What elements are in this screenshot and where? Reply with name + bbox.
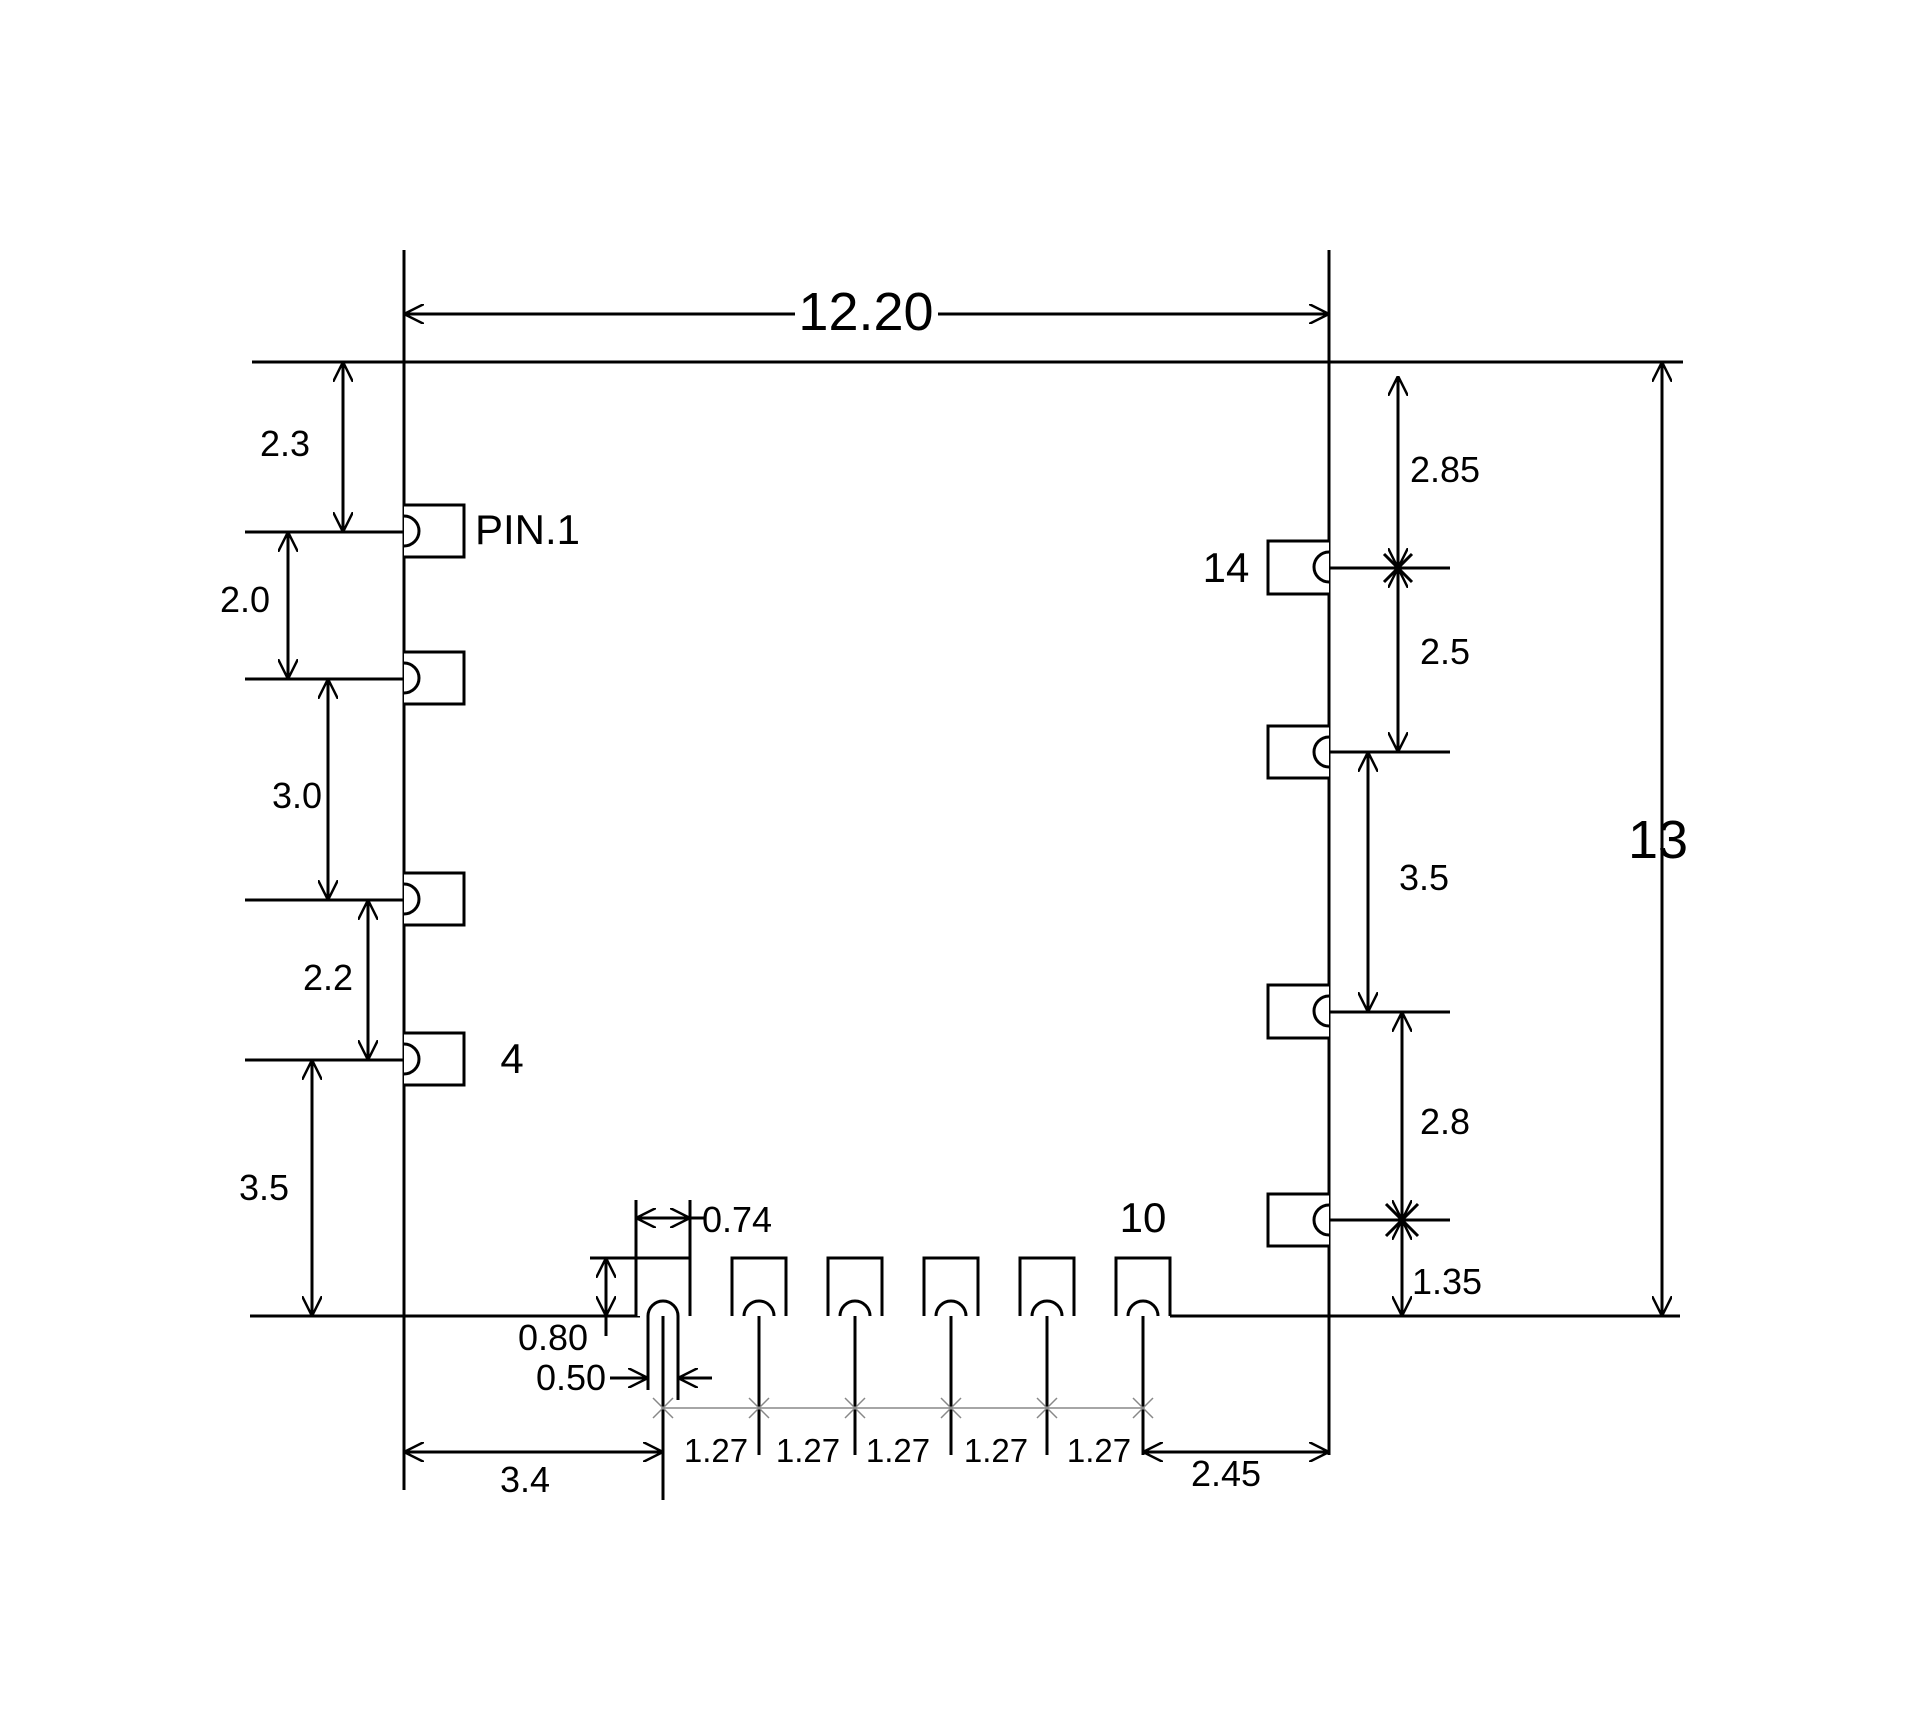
pad-pin13: [1266, 724, 1330, 780]
pitch-tick-5: [1036, 1397, 1058, 1419]
outline-lines: [250, 250, 1683, 1490]
dim-label-pitch-2: 1.27: [776, 1432, 840, 1469]
pad-detail-dimensions: [404, 1200, 1329, 1500]
dim-label-3-5-right: 3.5: [1399, 857, 1449, 898]
pitch-tick-6: [1132, 1397, 1154, 1419]
right-cross-marks: [1382, 552, 1420, 1238]
dim-label-2-85: 2.85: [1410, 449, 1480, 490]
pad-pin11: [1266, 1192, 1330, 1248]
cross-mark-pin14: [1382, 552, 1414, 584]
dim-label-2-0: 2.0: [220, 579, 270, 620]
pad-pin1: [403, 503, 466, 559]
dimension-labels: 12.20 13 2.3 2.0 3.0 2.2 3.5 2.85 2.5 3.…: [220, 282, 1688, 1500]
pad-pin5: [634, 1256, 692, 1317]
pitch-tick-2: [748, 1397, 770, 1419]
cross-mark-pin11: [1384, 1202, 1420, 1238]
pad-pin9: [1018, 1256, 1076, 1317]
pad-pin2: [403, 650, 466, 706]
dim-label-pitch-5: 1.27: [1067, 1432, 1131, 1469]
pitch-tick-4: [940, 1397, 962, 1419]
pad-pin14: [1266, 539, 1330, 596]
pitch-chain: [652, 1397, 1154, 1419]
dim-label-2-5: 2.5: [1420, 631, 1470, 672]
pad-pin7: [826, 1256, 884, 1317]
dim-label-2-45: 2.45: [1191, 1453, 1261, 1494]
dim-label-3-5-left: 3.5: [239, 1167, 289, 1208]
pin-label-1: PIN.1: [475, 506, 580, 553]
dim-label-pitch-4: 1.27: [964, 1432, 1028, 1469]
pad-pin6: [730, 1256, 788, 1317]
pin-label-4: 4: [500, 1035, 523, 1082]
pad-pin4: [403, 1031, 466, 1087]
pads: [403, 503, 1330, 1317]
pad-pin12: [1266, 983, 1330, 1040]
dim-label-12-20: 12.20: [798, 282, 933, 342]
dim-label-0-74: 0.74: [702, 1199, 772, 1240]
dim-label-0-50: 0.50: [536, 1357, 606, 1398]
right-dimensions: [1329, 362, 1662, 1316]
dim-label-pitch-1: 1.27: [684, 1432, 748, 1469]
pad-pin10: [1114, 1256, 1172, 1317]
dim-label-13: 13: [1628, 810, 1688, 870]
pin-label-10: 10: [1120, 1194, 1167, 1241]
pad-pin3: [403, 871, 466, 927]
dim-label-3-4: 3.4: [500, 1459, 550, 1500]
dim-label-2-8: 2.8: [1420, 1101, 1470, 1142]
dim-label-1-35: 1.35: [1412, 1261, 1482, 1302]
dim-label-2-2: 2.2: [303, 957, 353, 998]
pitch-tick-1: [652, 1397, 674, 1419]
dim-label-0-80: 0.80: [518, 1317, 588, 1358]
dim-label-2-3: 2.3: [260, 423, 310, 464]
left-dimensions: [245, 362, 404, 1316]
pitch-tick-3: [844, 1397, 866, 1419]
pad-pin8: [922, 1256, 980, 1317]
dim-label-pitch-3: 1.27: [866, 1432, 930, 1469]
pin-label-14: 14: [1203, 544, 1250, 591]
pin-labels: PIN.1 4 10 14: [475, 506, 1249, 1241]
dim-label-3-0: 3.0: [272, 775, 322, 816]
